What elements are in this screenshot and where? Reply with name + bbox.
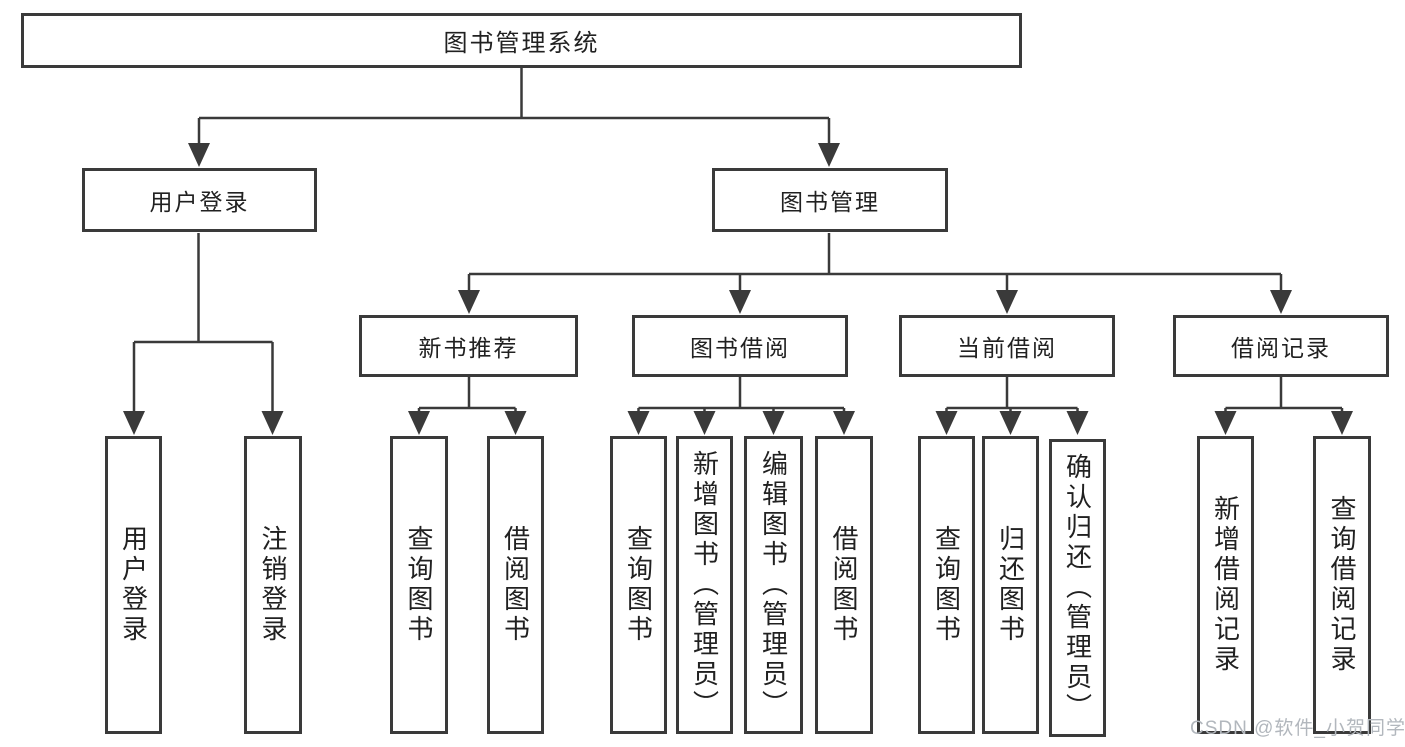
leaf-add-books-admin: 新增图书（管理员）: [676, 436, 733, 734]
node-label: 当前借阅: [957, 335, 1057, 361]
leaf-return-books: 归还图书: [982, 436, 1039, 734]
node-label: 查询借阅记录: [1327, 495, 1357, 675]
node-label: 确认归还（管理员）: [1062, 453, 1093, 723]
node-label: 注销登录: [258, 525, 288, 645]
node-label: 用户登录: [149, 189, 250, 215]
leaf-query-books-recommend: 查询图书: [390, 436, 448, 734]
node-label: 编辑图书（管理员）: [758, 450, 789, 720]
node-label: 查询图书: [931, 525, 962, 645]
leaf-borrow-books: 借阅图书: [815, 436, 873, 734]
node-book-management: 图书管理: [712, 168, 948, 232]
node-label: 查询图书: [404, 525, 434, 645]
leaf-add-borrow-record: 新增借阅记录: [1197, 436, 1254, 734]
node-borrowing-records: 借阅记录: [1173, 315, 1389, 377]
node-label: 借阅图书: [829, 525, 859, 645]
node-label: 用户登录: [118, 525, 149, 645]
node-label: 借阅记录: [1231, 335, 1331, 361]
leaf-query-books-current: 查询图书: [918, 436, 975, 734]
watermark-text: CSDN @软件_小贺同学: [1190, 718, 1405, 739]
node-label: 归还图书: [995, 525, 1026, 645]
node-label: 图书管理: [780, 189, 880, 215]
node-label: 查询图书: [623, 525, 654, 645]
leaf-query-books-borrow: 查询图书: [610, 436, 667, 734]
node-current-borrowing: 当前借阅: [899, 315, 1115, 377]
node-label: 借阅图书: [500, 525, 531, 645]
node-label: 新增图书（管理员）: [689, 450, 720, 720]
leaf-borrow-books-recommend: 借阅图书: [487, 436, 544, 734]
leaf-logout: 注销登录: [244, 436, 302, 734]
leaf-edit-books-admin: 编辑图书（管理员）: [744, 436, 803, 734]
node-book-borrowing: 图书借阅: [632, 315, 848, 377]
node-label: 图书借阅: [690, 335, 790, 361]
node-label: 新增借阅记录: [1210, 495, 1241, 675]
node-new-book-recommendation: 新书推荐: [359, 315, 578, 377]
node-label: 新书推荐: [418, 335, 519, 361]
node-book-management-system: 图书管理系统: [21, 13, 1022, 68]
node-label: 图书管理系统: [443, 30, 600, 57]
leaf-confirm-return-admin: 确认归还（管理员）: [1049, 439, 1106, 737]
leaf-query-borrow-record: 查询借阅记录: [1313, 436, 1371, 734]
leaf-user-login: 用户登录: [105, 436, 162, 734]
node-user-login: 用户登录: [82, 168, 317, 232]
